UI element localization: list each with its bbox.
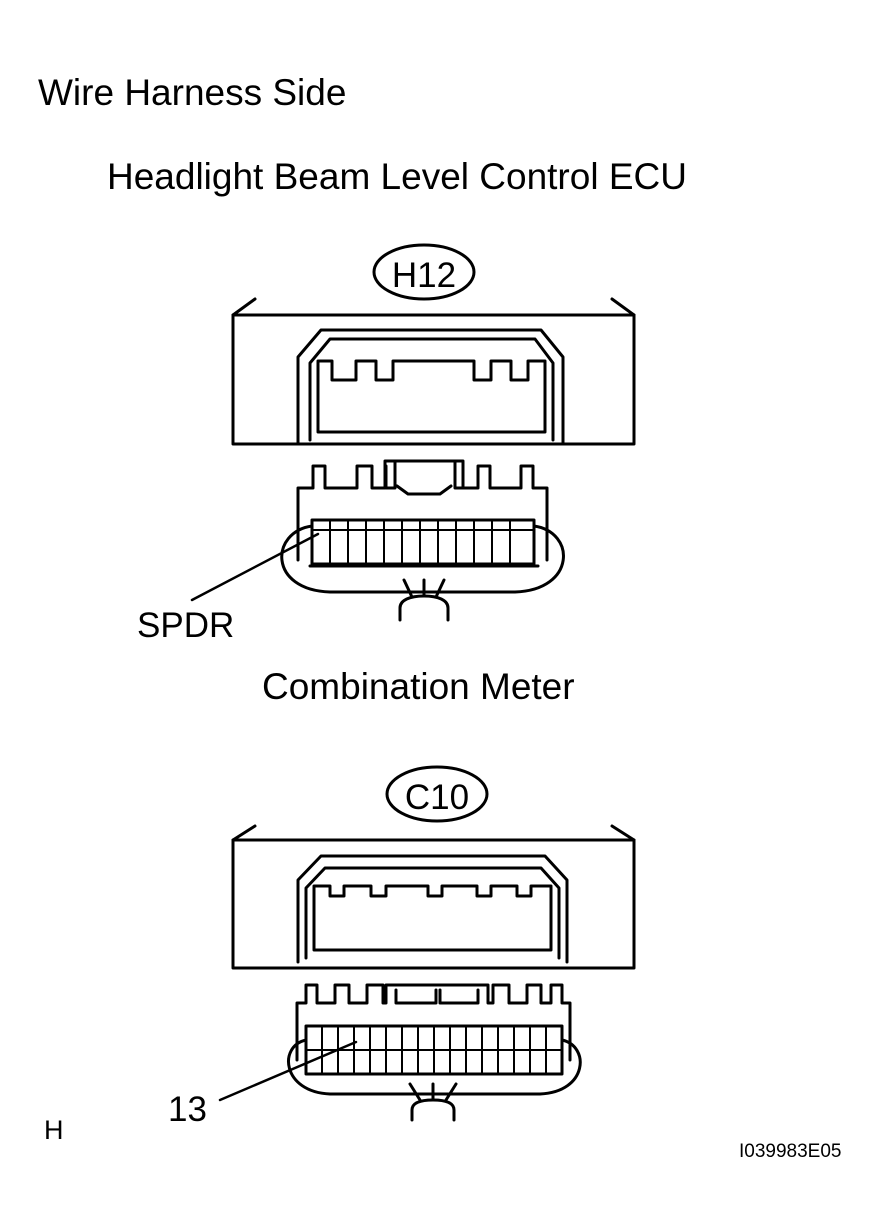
meter-component-title: Combination Meter [262, 666, 575, 707]
c10-meter-housing [231, 824, 636, 970]
page-title: Wire Harness Side [38, 72, 347, 113]
h12-harness-plug [280, 459, 565, 622]
c10-connector: C10 [218, 765, 636, 1122]
c10-code-oval [385, 765, 489, 823]
figure-id: I039983E05 [739, 1141, 842, 1162]
corner-mark: H [44, 1115, 64, 1145]
spdr-terminal-label: SPDR [137, 606, 235, 645]
h12-code-text: H12 [392, 256, 456, 295]
h12-ecu-housing [231, 297, 636, 446]
h12-code-oval [372, 243, 476, 301]
pin-13-terminal-label: 13 [168, 1090, 207, 1129]
h12-connector: H12 [190, 243, 636, 622]
c10-harness-plug [287, 983, 582, 1122]
pin-13-leader-line [218, 1040, 358, 1102]
spdr-leader-line [190, 532, 320, 602]
c10-code-text: C10 [405, 778, 469, 817]
ecu-component-title: Headlight Beam Level Control ECU [107, 156, 687, 197]
